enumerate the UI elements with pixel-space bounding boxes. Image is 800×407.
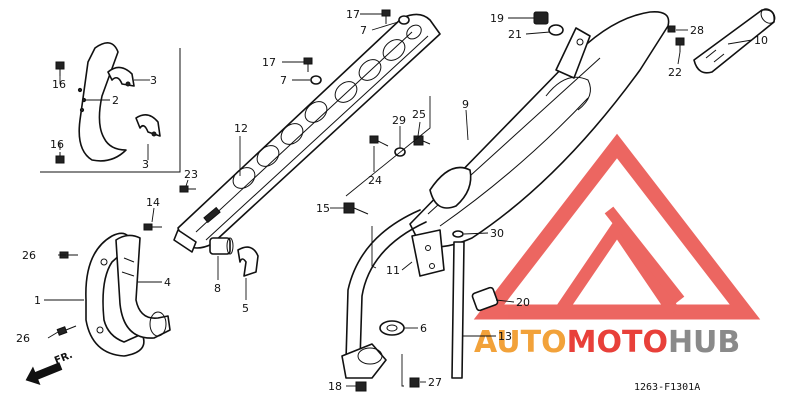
label-part-3b: 3 [142,158,149,171]
watermark-moto: MOTO [567,325,668,360]
part-30-plug[interactable] [452,230,464,238]
part-9-muffler[interactable] [409,10,670,248]
part-7-washer-lower[interactable] [310,75,322,85]
diagram-code: 1263-F1301A [634,382,700,393]
watermark-logo [473,133,761,320]
part-5-clamp[interactable] [237,246,259,277]
part-3-clamp-lower[interactable] [135,114,161,137]
part-20-collar[interactable] [471,286,499,312]
label-part-5: 5 [242,302,249,315]
part-27-nut[interactable] [409,377,420,388]
label-part-17a: 17 [346,8,360,21]
part-17-bolt-upper[interactable] [381,9,391,24]
part-7-washer-upper[interactable] [398,15,410,25]
label-part-8: 8 [214,282,221,295]
label-part-2: 2 [112,94,119,107]
label-part-23: 23 [184,168,198,181]
label-part-14: 14 [146,196,160,209]
exhaust-bend-pipe[interactable] [341,209,427,379]
part-12-perforated-guard[interactable] [173,13,441,253]
label-part-7b: 7 [280,74,287,87]
part-10-tail-pipe[interactable] [693,6,778,74]
label-part-25: 25 [412,108,426,121]
part-21-washer[interactable] [548,24,564,36]
label-part-4: 4 [164,276,171,289]
label-part-24: 24 [368,174,382,187]
group-bracket-upper [345,96,431,197]
part-18-nut[interactable] [355,381,367,392]
group-bracket-11 [371,226,377,269]
label-part-26a: 26 [22,249,36,262]
watermark-brand: AUTOMOTOHUB [474,325,740,360]
part-4-exhaust-pipe[interactable] [115,234,171,339]
label-part-11: 11 [386,264,400,277]
label-part-6: 6 [420,322,427,335]
part-25-nut[interactable] [413,135,431,146]
front-direction-arrow-icon [25,362,63,386]
part-8-collar[interactable] [209,237,234,255]
part-16-bolt-lower[interactable] [55,152,65,164]
part-26-bolt-lower[interactable] [56,325,77,336]
part-28-bolt[interactable] [667,25,676,33]
label-part-29: 29 [392,114,406,127]
front-direction-label: FR. [53,350,74,367]
label-part-20: 20 [516,296,530,309]
label-part-26b: 26 [16,332,30,345]
label-part-1: 1 [34,294,41,307]
leader-lines [44,13,753,387]
watermark-hub: HUB [668,325,740,360]
part-19-nut[interactable] [533,11,549,25]
group-bracket-13 [401,354,404,387]
part-3-clamp-upper[interactable] [107,66,135,87]
label-part-16a: 16 [52,78,66,91]
part-16-bolt-upper[interactable] [55,61,65,76]
label-part-3a: 3 [150,74,157,87]
part-14-bolt[interactable] [143,223,162,231]
group-box-left [40,48,181,173]
part-6-gasket[interactable] [379,320,405,336]
label-part-13: 13 [498,330,512,343]
part-23-bolt[interactable] [179,185,196,193]
label-part-19: 19 [490,12,504,25]
label-part-12: 12 [234,122,248,135]
label-part-10: 10 [754,34,768,47]
watermark-triangle-icon [473,133,761,320]
label-part-17b: 17 [262,56,276,69]
watermark-auto: AUTO [474,325,567,360]
label-part-18: 18 [328,380,342,393]
label-part-27: 27 [428,376,442,389]
part-15-bolt[interactable] [343,202,369,215]
label-part-9: 9 [462,98,469,111]
label-part-15: 15 [316,202,330,215]
part-13-rod[interactable] [451,241,465,379]
part-1-exhaust-protector[interactable] [85,232,145,357]
label-part-21: 21 [508,28,522,41]
label-part-28: 28 [690,24,704,37]
part-17-bolt-lower[interactable] [303,57,313,72]
part-11-stay-bracket[interactable] [411,229,445,277]
label-part-22: 22 [668,66,682,79]
part-24-bolt[interactable] [369,135,389,147]
part-2-heat-guard[interactable] [77,42,127,162]
label-part-16b: 16 [50,138,64,151]
label-part-30: 30 [490,227,504,240]
label-part-7a: 7 [360,24,367,37]
part-22-bolt[interactable] [675,37,685,52]
